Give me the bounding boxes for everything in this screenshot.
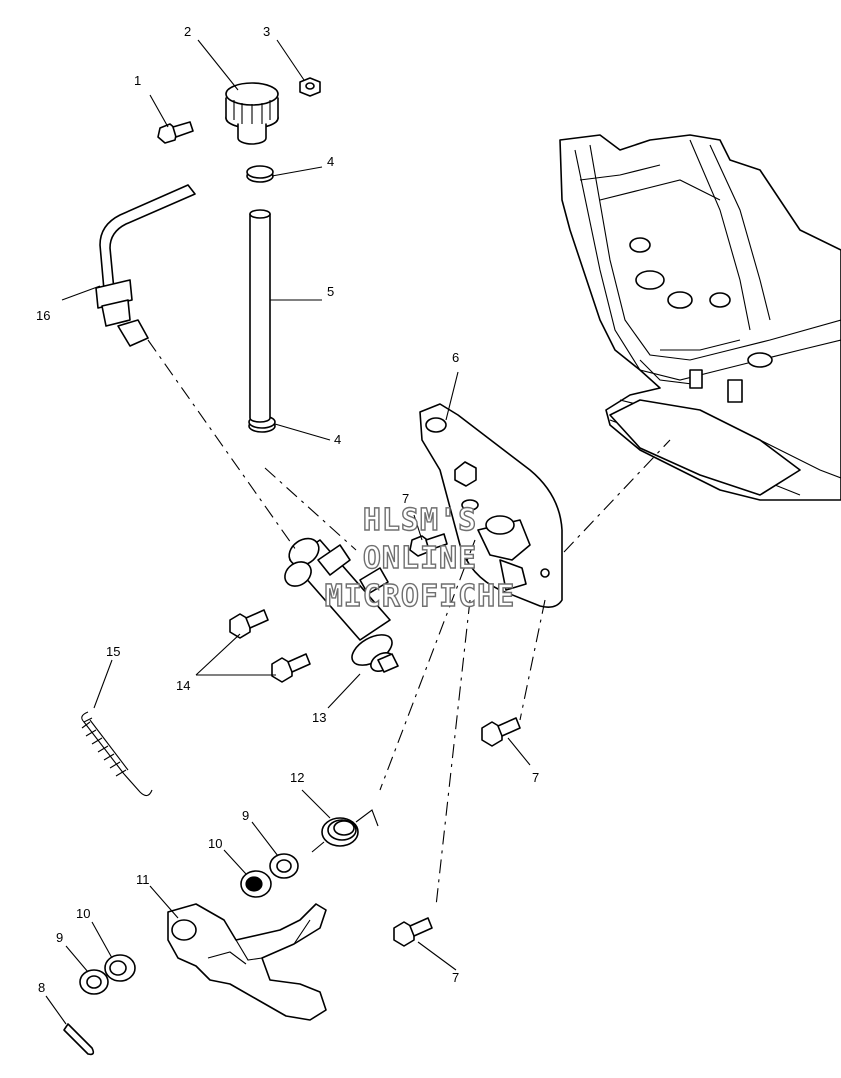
callout-labels: 1 2 3 4 4 5 6 7 7 7 7 8 9 9 10 10 11 12 …: [36, 24, 539, 995]
callout-9-upper: 9: [242, 808, 249, 823]
hose-clamp-4-upper: [246, 165, 274, 183]
leader-lines: [45, 39, 531, 1025]
callout-16: 16: [36, 308, 50, 323]
watermark-line-2: ONLINE: [363, 541, 477, 576]
callout-10-upper: 10: [208, 836, 222, 851]
bushing-10-lower: [104, 954, 136, 982]
callout-4-upper: 4: [327, 154, 334, 169]
watermark-line-1: HLSM'S: [363, 503, 477, 538]
mounting-plate-6: [419, 403, 563, 608]
frame-assembly: [559, 134, 841, 501]
callout-8: 8: [38, 980, 45, 995]
callout-7-b: 7: [532, 770, 539, 785]
callout-12: 12: [290, 770, 304, 785]
brake-pedal-11: [167, 903, 327, 1021]
callout-3: 3: [263, 24, 270, 39]
callout-14: 14: [176, 678, 190, 693]
reservoir-hose-5: [249, 209, 271, 423]
callout-10-lower: 10: [76, 906, 90, 921]
callout-2: 2: [184, 24, 191, 39]
watermark-line-3: MICROFICHE: [325, 579, 516, 614]
bushing-10-upper: [240, 870, 272, 898]
brake-line-16: [95, 184, 196, 347]
callout-11: 11: [136, 872, 150, 887]
callout-9-lower: 9: [56, 930, 63, 945]
watermark: HLSM'S ONLINE MICROFICHE: [324, 502, 516, 614]
callout-5: 5: [327, 284, 334, 299]
bolt-1: [157, 121, 194, 144]
nut-3: [299, 77, 321, 97]
callout-1: 1: [134, 73, 141, 88]
bolt-14-a: [229, 609, 269, 639]
torsion-spring-12: [311, 809, 379, 853]
callout-7-a: 7: [402, 491, 409, 506]
callout-6: 6: [452, 350, 459, 365]
bolt-7-a: [409, 533, 448, 557]
return-spring-15: [81, 711, 153, 797]
bolt-7-b: [481, 717, 521, 747]
washer-9-lower: [79, 969, 109, 995]
reservoir-cap-2: [225, 82, 279, 145]
washer-9-upper: [269, 853, 299, 879]
callout-13: 13: [312, 710, 326, 725]
assembly-lines: [147, 339, 671, 907]
callout-7-c: 7: [452, 970, 459, 985]
callout-15: 15: [106, 644, 120, 659]
cotter-pin-8: [63, 1023, 95, 1056]
master-cylinder-13: [284, 537, 399, 673]
bolt-7-c: [393, 917, 433, 947]
callout-4-lower: 4: [334, 432, 341, 447]
bolt-14-b: [271, 653, 311, 683]
